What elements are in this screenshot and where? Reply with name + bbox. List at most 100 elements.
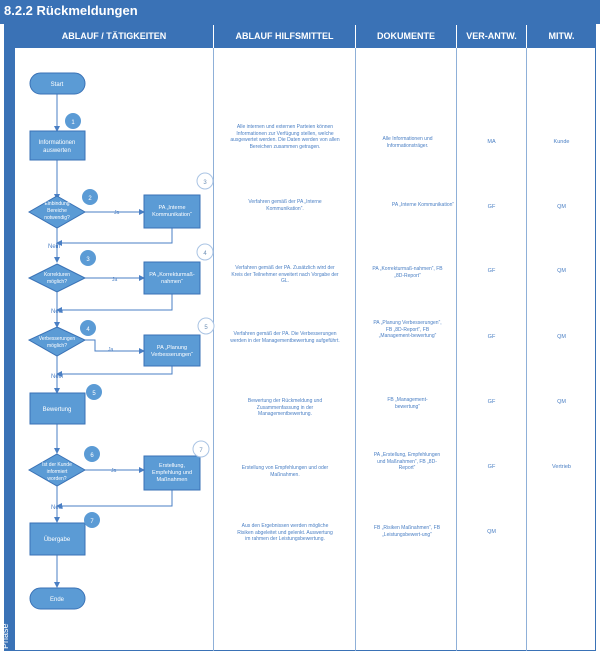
dokumente-note: Alle Informationen und Informationsträge… xyxy=(382,136,433,149)
mitw-value: Kunde xyxy=(553,139,570,145)
header-dokumente: DOKUMENTE xyxy=(356,24,456,48)
side-label: Verbesserungen“ xyxy=(151,352,193,358)
yes-label: Ja xyxy=(111,468,117,474)
step-number: 5 xyxy=(92,391,96,397)
verantw-value: GF xyxy=(487,268,496,274)
side-box-4 xyxy=(143,261,201,295)
mitw-value: Vertrieb xyxy=(552,464,571,470)
hilfsmittel-note: Verfahren gemäß der PA. Zusätzlich wird … xyxy=(231,265,339,284)
dokumente-note: PA „Interne Kommunikation“ xyxy=(391,202,455,208)
no-label: Nein xyxy=(48,244,60,250)
decision-label: Verbesserungen xyxy=(39,336,76,342)
hilfsmittel-note: Verfahren gemäß der PA „Interne Kommunik… xyxy=(248,199,322,212)
step-number-1 xyxy=(65,113,81,129)
decision-label: Ist der Kunde xyxy=(42,462,72,468)
dokumente-note: PA „Planung Verbesserungen“, FB „8D-Repo… xyxy=(373,320,442,339)
decision-label: notwendig? xyxy=(44,215,70,221)
page-title: 8.2.2 Rückmeldungen xyxy=(4,3,138,18)
process-box-7 xyxy=(29,522,86,556)
verantw-value: GF xyxy=(487,464,496,470)
column-divider xyxy=(526,48,527,651)
decision-label: worden? xyxy=(47,476,66,482)
mitw-value: QM xyxy=(557,204,566,210)
hilfsmittel-note: Bewertung der Rückmeldung und Zusammenfa… xyxy=(247,398,323,417)
side-label: PA „Korrekturmaß- xyxy=(149,272,195,278)
process-box-5 xyxy=(29,392,86,425)
dokumente-note: FB „Risiken Maßnahmen“, FB „Leistungsbew… xyxy=(373,525,441,538)
yes-label: Ja xyxy=(112,277,118,283)
header-mitw: MITW. xyxy=(527,24,596,48)
no-label: Nein xyxy=(51,374,63,380)
hilfsmittel-note: Erstellung von Empfehlungen und oder Maß… xyxy=(241,465,329,478)
process-label: auswerten xyxy=(43,148,71,154)
side-label: Maßnahmen xyxy=(157,477,188,483)
verantw-value: QM xyxy=(487,529,496,535)
side-box-5 xyxy=(143,334,201,367)
side-label: Empfehlung und xyxy=(152,470,192,476)
decision-3 xyxy=(27,263,87,293)
decision-label: möglich? xyxy=(47,343,67,349)
column-divider xyxy=(456,48,457,651)
hilfsmittel-note: Verfahren gemäß der PA. Die Verbesserung… xyxy=(230,331,340,344)
step-number: 1 xyxy=(71,120,75,126)
header-verantw: VER-ANTW. xyxy=(457,24,526,48)
decision-label: informiert xyxy=(47,469,68,475)
hilfsmittel-note: Aus den Ergebnissen werden mögliche Risi… xyxy=(237,523,333,542)
side-number-4 xyxy=(196,243,214,261)
side-box-3 xyxy=(143,194,201,229)
mitw-value: QM xyxy=(557,334,566,340)
header-hilfsmittel: ABLAUF HILFSMITTEL xyxy=(214,24,355,48)
side-label: PA „Planung xyxy=(157,345,187,351)
side-number: 5 xyxy=(204,325,208,331)
side-number-3 xyxy=(196,172,214,190)
step-number: 7 xyxy=(90,519,94,525)
step-number-5 xyxy=(86,384,102,400)
connector xyxy=(85,339,145,354)
hilfsmittel-note: Alle internen und externen Parteien könn… xyxy=(230,124,340,150)
mitw-value: QM xyxy=(557,268,566,274)
dokumente-note: FB „Management-bewertung“ xyxy=(387,397,428,410)
no-label: Nein xyxy=(51,505,63,511)
side-label: nahmen“ xyxy=(161,279,183,285)
step-number-3 xyxy=(80,250,96,266)
side-label: Kommunikation“ xyxy=(152,212,192,218)
side-number-5 xyxy=(197,317,215,335)
decision-label: Bereiche xyxy=(47,208,67,214)
column-divider xyxy=(355,48,356,651)
yes-label: Ja xyxy=(108,347,114,353)
step-number: 4 xyxy=(86,327,90,333)
side-label: PA „Interne xyxy=(158,205,185,211)
process-label: Übergabe xyxy=(44,536,71,543)
header-ablauf: ABLAUF / TÄTIGKEITEN xyxy=(15,24,213,48)
column-divider xyxy=(213,48,214,651)
start-label: Start xyxy=(51,82,64,88)
step-number: 3 xyxy=(86,257,90,263)
step-number-7 xyxy=(84,512,100,528)
decision-label: Einbindung xyxy=(44,201,69,207)
mitw-value: QM xyxy=(557,399,566,405)
decision-4 xyxy=(27,326,87,357)
step-number-2 xyxy=(82,189,98,205)
step-number-6 xyxy=(84,446,100,462)
side-number-7 xyxy=(192,440,210,458)
dokumente-note: PA „Korrekturmaß-nahmen“, FB „8D-Report“ xyxy=(372,266,443,279)
process-label: Bewertung xyxy=(43,407,72,413)
end-label: Ende xyxy=(50,597,65,603)
step-number: 6 xyxy=(90,453,94,459)
decision-6 xyxy=(27,453,87,487)
verantw-value: MA xyxy=(487,139,496,145)
step-number-4 xyxy=(80,320,96,336)
connector xyxy=(56,490,173,509)
side-box-7 xyxy=(143,455,201,491)
side-number: 3 xyxy=(203,180,207,186)
start-terminal xyxy=(29,72,86,95)
step-number: 2 xyxy=(88,196,92,202)
decision-2 xyxy=(27,195,87,229)
verantw-value: GF xyxy=(487,399,496,405)
connector xyxy=(56,228,173,246)
verantw-value: GF xyxy=(487,334,496,340)
phase-column: Phase xyxy=(0,24,15,651)
side-number: 7 xyxy=(199,448,203,454)
connector xyxy=(56,294,173,313)
